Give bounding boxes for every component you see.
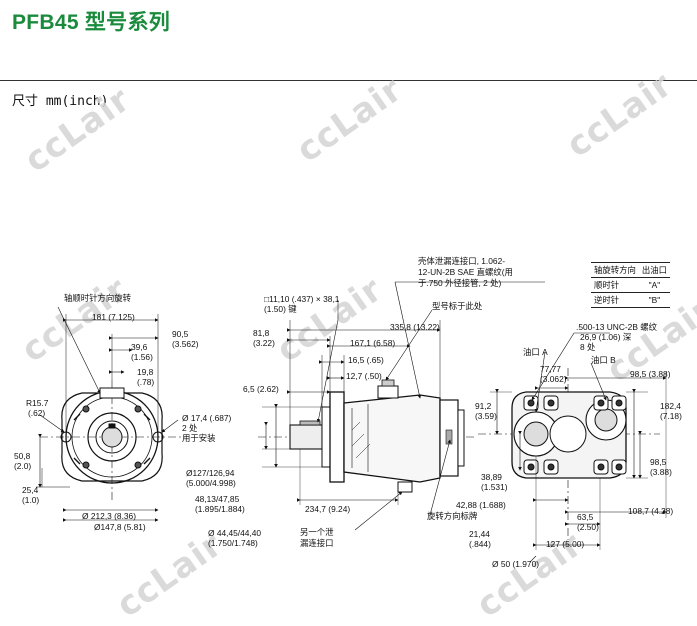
- dim-label: Ø 44,45/44,40: [208, 528, 262, 538]
- dim-label: (1.750/1.748): [208, 538, 258, 548]
- dim-label: 50,8: [14, 451, 31, 461]
- thread-note: 26,9 (1.06) 深: [580, 332, 632, 342]
- dim-label: 39,6: [131, 342, 148, 352]
- dim-label: 127 (5.00): [546, 539, 585, 549]
- rear-view: [478, 332, 667, 563]
- dim-label: 21,44: [469, 529, 490, 539]
- dim-label: 108,7 (4.28): [628, 506, 674, 516]
- table-cell: "B": [638, 292, 670, 308]
- technical-drawing: [36, 281, 667, 563]
- dim-label: 19,8: [137, 367, 154, 377]
- dim-label: 48,13/47,85: [195, 494, 240, 504]
- thread-note: 8 处: [580, 342, 596, 352]
- radius-label: R15.7: [26, 398, 49, 408]
- table-row: 逆时针 "B": [591, 292, 670, 308]
- dim-label: 12,7 (.50): [346, 371, 382, 381]
- dim-label: (1.895/1.884): [195, 504, 245, 514]
- dim-label: 6,5 (2.62): [243, 384, 279, 394]
- dim-label: 77,77: [540, 364, 561, 374]
- dim-label: Ø 212,3 (8.36): [82, 511, 137, 521]
- dim-label: (2.0): [14, 461, 32, 471]
- front-view: [36, 306, 185, 522]
- dim-label: Ø147,8 (5.81): [94, 522, 146, 532]
- hole-label: 2 处: [182, 423, 198, 433]
- dim-label: 25,4: [22, 485, 39, 495]
- table-cell: "A": [638, 277, 670, 293]
- dim-label: 234,7 (9.24): [305, 504, 351, 514]
- drain-note: 漏连接口: [300, 538, 334, 548]
- drain-note: 另一个泄: [300, 527, 334, 537]
- side-view: [258, 281, 545, 531]
- dim-label: (1.531): [481, 482, 508, 492]
- dim-label: 335,8 (13.22): [390, 322, 440, 332]
- rotation-tag-note: 旋转方向标牌: [427, 511, 478, 521]
- table-cell: 顺时针: [591, 277, 639, 293]
- dim-label: 63,5: [577, 512, 594, 522]
- dim-label: (.78): [137, 377, 155, 387]
- key-label: (1.50) 键: [264, 304, 297, 314]
- dim-label: (5.000/4.998): [186, 478, 236, 488]
- dim-label: 167,1 (6.58): [350, 338, 396, 348]
- model-tag-note: 型号标于此处: [432, 301, 483, 311]
- thread-note: .500-13 UNC-2B 螺纹: [576, 322, 657, 332]
- dim-label: (3.59): [475, 411, 497, 421]
- dim-label: 90,5: [172, 329, 189, 339]
- header-rule: [0, 80, 697, 81]
- table-header-row: 轴旋转方向 出油口: [591, 262, 670, 278]
- dim-label: (2.50): [577, 522, 599, 532]
- hole-label: 用于安装: [182, 433, 216, 443]
- drain-note: 12-UN-2B SAE 直螺纹(用: [418, 267, 513, 277]
- drain-note: 壳体泄漏连接口, 1.062-: [418, 256, 506, 266]
- hole-label: Ø 17,4 (.687): [182, 413, 232, 423]
- dim-label: 98,5 (3.88): [630, 369, 671, 379]
- dim-label: 98,5: [650, 457, 667, 467]
- key-label: □11,10 (.437) × 38,1: [264, 294, 340, 304]
- drain-note: 于.750 外径接管, 2 处): [418, 278, 502, 288]
- radius-label: (.62): [28, 408, 46, 418]
- table-cell: 逆时针: [591, 292, 639, 308]
- table-header: 轴旋转方向: [591, 262, 639, 278]
- dim-label: 16,5 (.65): [348, 355, 384, 365]
- dim-label: (1.56): [131, 352, 153, 362]
- dim-label: 81,8: [253, 328, 270, 338]
- port-label: 油口 B: [591, 355, 616, 365]
- dim-label: 181 (7.125): [92, 312, 135, 322]
- dim-label: (3.562): [172, 339, 199, 349]
- rotation-direction-table: 轴旋转方向 出油口 顺时针 "A" 逆时针 "B": [591, 262, 670, 308]
- dim-label: (3.062): [540, 374, 567, 384]
- dim-label: (1.0): [22, 495, 40, 505]
- dim-label: 182,4: [660, 401, 681, 411]
- dim-label: 42,88 (1.688): [456, 500, 506, 510]
- series-label: 型号系列: [84, 11, 171, 34]
- dim-label: (3.22): [253, 338, 275, 348]
- dim-label: (.844): [469, 539, 491, 549]
- dim-label: Ø127/126,94: [186, 468, 235, 478]
- dim-label: 38,89: [481, 472, 502, 482]
- dim-label: (7.18): [660, 411, 682, 421]
- units-label: 尺寸 mm(inch): [12, 94, 109, 109]
- port-label: 油口 A: [523, 347, 548, 357]
- dim-label: 91,2: [475, 401, 492, 411]
- rotation-note: 轴顺时针方向旋转: [64, 293, 131, 303]
- table-row: 顺时针 "A": [591, 277, 670, 293]
- dim-label: Ø 50 (1.970): [492, 559, 540, 569]
- dim-label: (3.88): [650, 467, 672, 477]
- table-header: 出油口: [638, 262, 670, 278]
- model-name: PFB45: [12, 11, 79, 34]
